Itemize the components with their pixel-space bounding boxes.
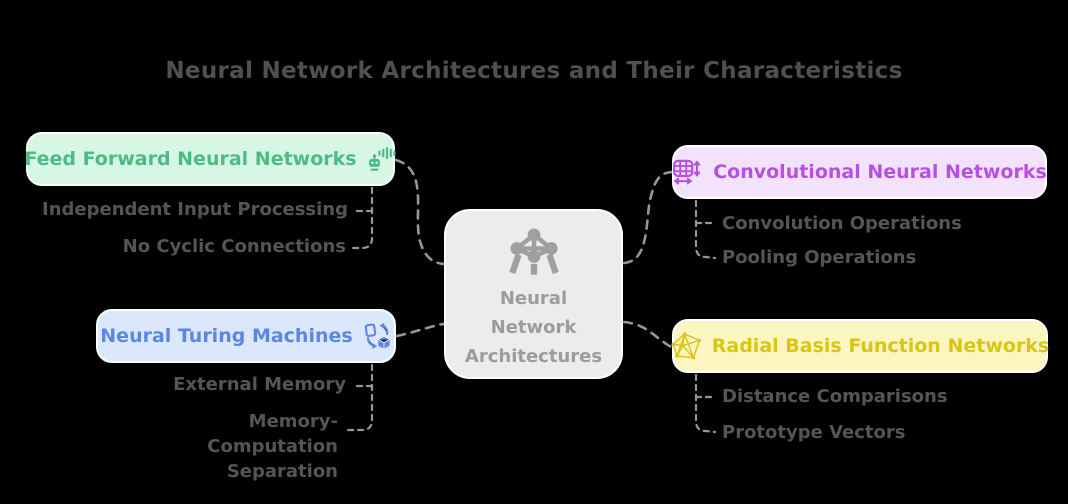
branch-feed-forward-label: Feed Forward Neural Networks [24, 148, 357, 170]
subtopic-independent-input-processing: Independent Input Processing [42, 199, 348, 220]
branch-radial-basis-networks: Radial Basis Function Networks [671, 319, 1050, 373]
center-node-label: Neural Network Architectures [465, 284, 602, 371]
document-to-cube-icon [363, 322, 392, 351]
branch-rbf-label: Radial Basis Function Networks [711, 335, 1050, 357]
tree-cnn [694, 199, 717, 260]
subtopic-external-memory: External Memory [173, 374, 346, 395]
robot-voice-icon [367, 144, 397, 174]
subtopic-no-cyclic-connections: No Cyclic Connections [122, 236, 346, 257]
atomium-network-icon [504, 224, 564, 282]
edge-center-to-cnn [622, 170, 674, 265]
edge-center-to-rbf [622, 320, 674, 349]
branch-turing-label: Neural Turing Machines [100, 325, 353, 347]
subtopic-memory-computation-separation: Memory-Computation Separation [207, 411, 338, 482]
subtopic-convolution-operations: Convolution Operations [722, 213, 962, 234]
tree-turing [346, 363, 374, 432]
center-label-line: Network [490, 317, 577, 338]
edge-center-to-feed-forward [394, 158, 446, 266]
branch-neural-turing-machines: Neural Turing Machines [96, 309, 396, 363]
branch-cnn-label: Convolutional Neural Networks [713, 161, 1047, 183]
tree-feed-forward [349, 186, 374, 250]
subtopic-prototype-vectors: Prototype Vectors [722, 422, 906, 443]
center-node: Neural Network Architectures [444, 209, 623, 379]
center-label-line: Neural [499, 288, 568, 309]
branch-convolutional-networks: Convolutional Neural Networks [672, 145, 1047, 199]
wireframe-polyhedron-icon [671, 331, 702, 362]
page-title: Neural Network Architectures and Their C… [165, 58, 903, 84]
branch-feed-forward-networks: Feed Forward Neural Networks [24, 132, 397, 186]
tree-rbf [694, 373, 717, 434]
subtopic-distance-comparisons: Distance Comparisons [722, 386, 948, 407]
subtopic-pooling-operations: Pooling Operations [722, 247, 917, 268]
grid-resize-icon [672, 157, 703, 188]
center-label-line: Architectures [464, 346, 603, 367]
edge-center-to-turing [395, 322, 445, 338]
